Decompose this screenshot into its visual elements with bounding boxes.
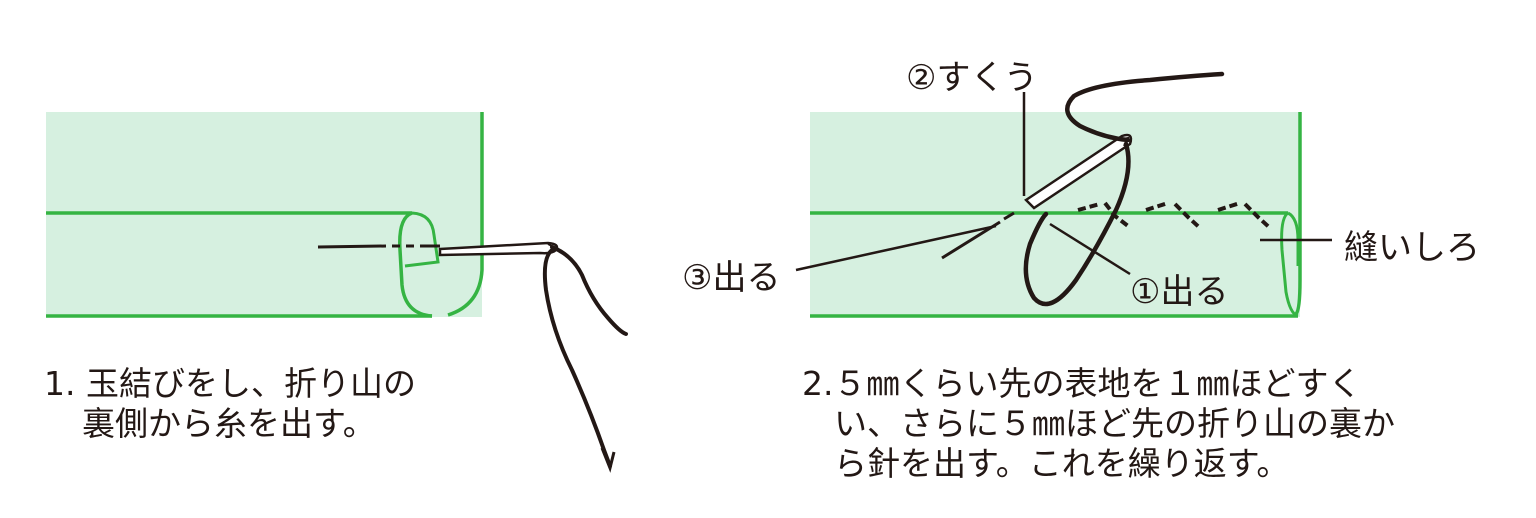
hem-curl-panel-1 <box>398 211 433 318</box>
panel-1-illustration <box>46 112 628 473</box>
hem-curl-panel-2 <box>1280 211 1299 318</box>
leader-out3 <box>795 224 997 272</box>
caption-step-2-line-2: い、さらに５㎜ほど先の折り山の裏か <box>834 404 1395 443</box>
caption-step-2-line-1: 2.５㎜くらい先の表地を１㎜ほどすく <box>802 364 1362 403</box>
label-out-3: ③出る <box>682 258 781 298</box>
caption-step-1-line-1: 1. 玉結びをし、折り山の <box>44 364 416 403</box>
needle-panel-2 <box>1024 133 1133 210</box>
right-edge-panel-1 <box>447 112 484 317</box>
label-scoop: ②すくう <box>906 58 1038 98</box>
hidden-thread-panel-1 <box>317 244 387 249</box>
leader-out1 <box>1049 222 1131 276</box>
panel-2-illustration <box>795 71 1332 318</box>
caption-step-1: 1. 玉結びをし、折り山の 裏側から糸を出す。 <box>44 364 416 444</box>
hem-inner-panel-1 <box>404 211 440 268</box>
caption-step-2: 2.５㎜くらい先の表地を１㎜ほどすく い、さらに５㎜ほど先の折り山の裏か ら針を… <box>802 364 1395 484</box>
caption-step-1-line-2: 裏側から糸を出す。 <box>82 404 376 443</box>
thread-panel-1 <box>542 245 628 468</box>
label-out-1: ①出る <box>1130 272 1229 312</box>
thread-panel-2 <box>1023 71 1225 307</box>
label-seam-allowance: 縫いしろ <box>1344 228 1480 268</box>
caption-step-2-line-3: ら針を出す。これを繰り返す。 <box>834 444 1290 483</box>
right-edge-panel-2 <box>1294 112 1302 316</box>
